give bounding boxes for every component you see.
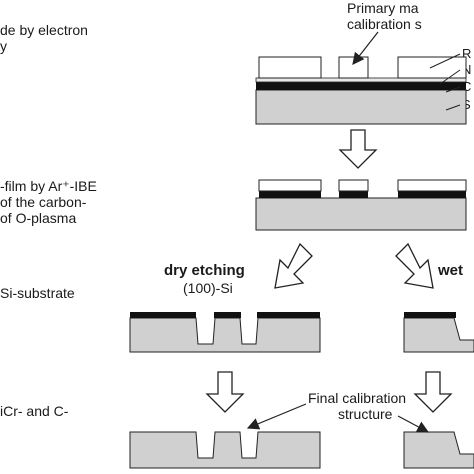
structure-4-wet-substrate [403, 431, 474, 469]
structure-3-dry-substrate [129, 317, 321, 353]
primary-annotation-line-2: calibration s [347, 16, 422, 32]
dry-etching-label: dry etching [164, 262, 245, 279]
primary-annotation-line-1: Primary ma [347, 0, 419, 16]
dry-etching-sublabel: (100)-Si [183, 280, 233, 296]
layer-leader-lines [429, 53, 461, 111]
structure-1 [255, 56, 467, 125]
structure-2-resist-middle [338, 179, 369, 192]
step-2-line-2: of the carbon- [0, 194, 87, 210]
layer-label-carbon: C [462, 79, 472, 94]
primary-annotation-arrow [352, 31, 379, 65]
wet-etching-label: wet [438, 262, 464, 279]
step-1-text: de by electron y [0, 22, 88, 54]
structure-3-wet-nicr [404, 312, 456, 318]
structure-1-resist-middle [338, 56, 369, 79]
process-arrow-down-3 [413, 371, 453, 413]
process-arrow-down-1 [338, 129, 378, 169]
step-1-line-2: y [0, 38, 7, 54]
primary-annotation: Primary ma calibration s [347, 0, 422, 32]
structure-2-nicr-middle [339, 191, 368, 198]
step-3-line-1: Si-substrate [0, 285, 75, 301]
process-arrow-wet [395, 242, 434, 289]
structure-4-dry-substrate [129, 431, 321, 469]
process-arrow-down-2 [205, 371, 245, 413]
step-2-line-1: -film by Ar⁺-IBE [0, 178, 97, 194]
structure-2 [255, 179, 467, 231]
structure-1-resist-left [258, 56, 322, 79]
step-2-text: -film by Ar⁺-IBE of the carbon- of O-pla… [0, 178, 97, 226]
structure-1-nicr-layer [256, 82, 466, 90]
structure-3-dry-nicr-middle [214, 312, 241, 318]
step-1-line-1: de by electron [0, 22, 88, 38]
carbon-leader-line [445, 86, 461, 93]
structure-2-resist-left [258, 179, 322, 192]
process-arrow-dry [274, 242, 313, 289]
final-annotation-line-2: structure [338, 406, 393, 422]
structure-3-dry-nicr-right [257, 312, 320, 318]
structure-4-dry [129, 431, 321, 469]
structure-4-wet [403, 431, 474, 469]
structure-2-nicr-right [398, 191, 466, 198]
structure-3-wet [403, 312, 474, 353]
structure-2-nicr-left [259, 191, 321, 198]
nicr-leader-line [439, 69, 461, 85]
structure-1-substrate [255, 89, 467, 125]
structure-1-carbon-layer [255, 77, 467, 83]
structure-3-dry [129, 312, 321, 353]
final-annotation-arrow-left [246, 403, 307, 430]
layer-label-resist: R [462, 46, 472, 61]
step-4-text: iCr- and C- [0, 403, 68, 419]
step-3-text: Si-substrate [0, 285, 75, 301]
final-annotation: Final calibration structure [308, 390, 406, 422]
final-annotation-line-1: Final calibration [308, 390, 407, 406]
final-annotation-arrow-right [397, 415, 430, 433]
structure-3-wet-substrate [403, 317, 474, 353]
silicon-leader-line [445, 104, 461, 111]
structure-2-resist-right [397, 179, 467, 192]
structure-3-dry-nicr-left [130, 312, 196, 318]
step-4-line-1: iCr- and C- [0, 403, 69, 419]
step-2-line-3: of O-plasma [0, 210, 77, 226]
structure-2-substrate [255, 197, 467, 231]
resist-leader-line [429, 53, 461, 69]
layer-label-nicr: N [462, 62, 472, 77]
